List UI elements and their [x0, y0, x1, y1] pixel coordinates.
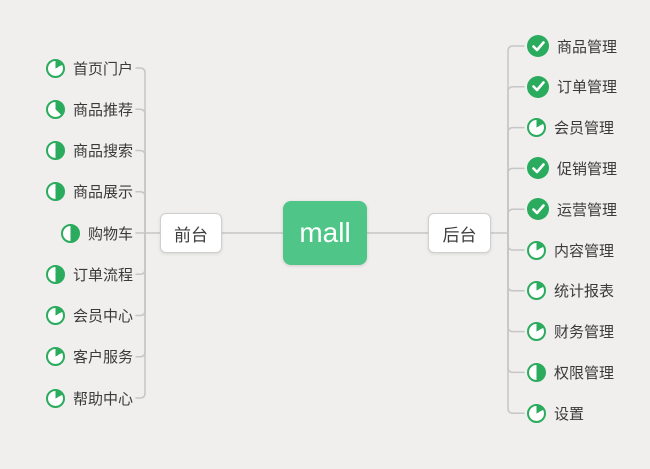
progress-pie-icon[interactable]	[527, 362, 546, 382]
topic-row-right-3[interactable]: 促销管理	[527, 156, 617, 180]
topic-label: 帮助中心	[72, 390, 133, 408]
progress-pie-icon[interactable]	[45, 264, 65, 284]
progress-pie-icon[interactable]	[45, 182, 65, 202]
topic-row-right-6[interactable]: 统计报表	[527, 279, 614, 303]
topic-label: 订单流程	[72, 266, 133, 284]
progress-pie-icon[interactable]	[527, 240, 546, 260]
progress-pie-icon[interactable]	[527, 403, 546, 423]
progress-pie-icon[interactable]	[527, 118, 546, 138]
topic-row-left-4[interactable]: 购物车	[60, 221, 133, 245]
topic-label: 购物车	[87, 225, 133, 243]
topic-label: 客户服务	[72, 349, 133, 367]
topic-label: 运营管理	[557, 201, 618, 219]
topic-row-right-7[interactable]: 财务管理	[527, 320, 614, 344]
progress-pie-icon[interactable]	[45, 388, 65, 408]
topic-label: 商品展示	[72, 184, 133, 202]
topic-row-right-5[interactable]: 内容管理	[527, 238, 614, 262]
topic-label: 商品管理	[557, 38, 618, 56]
topic-row-left-3[interactable]: 商品展示	[45, 180, 133, 204]
topic-label: 内容管理	[554, 242, 615, 260]
topic-label: 财务管理	[554, 324, 615, 342]
progress-pie-icon[interactable]	[45, 141, 65, 160]
progress-done-check-icon[interactable]	[527, 157, 549, 180]
branch-topic-back[interactable]: 后台	[428, 213, 491, 253]
progress-pie-icon[interactable]	[45, 99, 65, 119]
topic-label: 促销管理	[557, 160, 618, 178]
progress-pie-icon[interactable]	[45, 347, 65, 367]
topic-label: 设置	[554, 405, 585, 423]
branch-topic-front[interactable]: 前台	[160, 213, 222, 253]
topic-row-left-2[interactable]: 商品搜索	[45, 139, 133, 163]
topic-row-right-9[interactable]: 设置	[527, 401, 584, 425]
progress-done-check-icon[interactable]	[527, 75, 549, 98]
root-topic[interactable]: mall	[283, 201, 367, 265]
progress-done-check-icon[interactable]	[527, 35, 549, 57]
progress-pie-icon[interactable]	[527, 322, 546, 342]
topic-label: 商品推荐	[72, 101, 133, 119]
topic-row-left-6[interactable]: 会员中心	[45, 304, 133, 328]
topic-row-left-0[interactable]: 首页门户	[45, 56, 133, 80]
topic-row-right-1[interactable]: 订单管理	[527, 75, 617, 99]
topic-row-right-4[interactable]: 运营管理	[527, 197, 617, 221]
topic-label: 会员中心	[72, 308, 133, 325]
progress-pie-icon[interactable]	[60, 223, 80, 243]
topic-label: 会员管理	[554, 120, 615, 138]
topic-label: 首页门户	[72, 60, 133, 78]
topic-label: 订单管理	[557, 79, 618, 97]
topic-row-right-8[interactable]: 权限管理	[527, 360, 614, 384]
progress-pie-icon[interactable]	[45, 306, 65, 325]
topic-row-right-2[interactable]: 会员管理	[527, 116, 614, 140]
branch-topic-back-label: 后台	[442, 225, 477, 245]
topic-label: 商品搜索	[72, 143, 133, 160]
root-topic-label: mall	[299, 217, 351, 248]
topic-row-right-0[interactable]: 商品管理	[527, 34, 617, 58]
progress-done-check-icon[interactable]	[527, 198, 549, 221]
topic-row-left-5[interactable]: 订单流程	[45, 262, 133, 286]
topic-row-left-1[interactable]: 商品推荐	[45, 97, 133, 121]
topic-label: 统计报表	[554, 283, 615, 301]
branch-topic-front-label: 前台	[174, 225, 208, 245]
progress-pie-icon[interactable]	[527, 281, 546, 301]
topic-row-left-7[interactable]: 客户服务	[45, 345, 133, 369]
progress-pie-icon[interactable]	[45, 58, 65, 78]
topic-label: 权限管理	[554, 364, 615, 382]
topic-row-left-8[interactable]: 帮助中心	[45, 386, 133, 410]
